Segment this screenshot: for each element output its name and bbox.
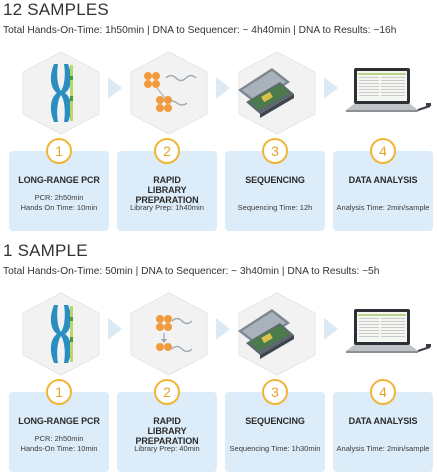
stage-pcr (20, 291, 102, 377)
card-detail: Library Prep: 40min (134, 444, 200, 453)
card-detail: Analysis Time: 2min/sample (336, 444, 430, 453)
stage-library-prep (128, 50, 210, 136)
card-detail: Hands On Time: 10min (20, 203, 98, 212)
stage-data-analysis (340, 50, 432, 136)
section-subtitle: Total Hands-On-Time: 1h50min | DNA to Se… (3, 25, 397, 36)
dna-molecule-icon (144, 72, 197, 112)
stage-pcr (20, 50, 102, 136)
card-detail: Sequencing Time: 1h30min (229, 444, 321, 453)
card-detail: Hands-On Time: 10min (20, 444, 98, 453)
card-detail: Analysis Time: 2min/sample (336, 203, 430, 212)
step-number-badge: 4 (370, 138, 396, 164)
laptop-icon (346, 68, 431, 112)
chromosome-icon (50, 64, 73, 122)
card-title: RAPID (153, 175, 181, 185)
step-card-data-analysis: DATA ANALYSIS Analysis Time: 2min/sample (333, 151, 433, 231)
step-number-badge: 2 (154, 379, 180, 405)
step-card-long-range-pcr: LONG-RANGE PCR PCR: 2h50min Hands-On Tim… (9, 392, 109, 472)
arrow-icon (216, 77, 230, 99)
stage-sequencing (236, 50, 318, 136)
card-detail: Sequencing Time: 12h (237, 203, 313, 212)
arrow-icon (216, 318, 230, 340)
step-card-data-analysis: DATA ANALYSIS Analysis Time: 2min/sample (333, 392, 433, 472)
step-number-badge: 2 (154, 138, 180, 164)
step-card-library-prep: RAPID LIBRARY PREPARATION Library Prep: … (117, 392, 217, 472)
dna-molecule-icon (156, 315, 193, 353)
step-card-long-range-pcr: LONG-RANGE PCR PCR: 2h50min Hands On Tim… (9, 151, 109, 231)
card-detail: PCR: 2h50min (34, 193, 84, 202)
section-title: 1 SAMPLE (3, 241, 88, 260)
card-detail: Library Prep: 1h40min (130, 203, 204, 212)
card-title: DATA ANALYSIS (348, 416, 418, 426)
stage-data-analysis (340, 291, 432, 377)
arrow-icon (324, 318, 338, 340)
arrow-icon (324, 77, 338, 99)
stage-library-prep (128, 291, 210, 377)
card-title: DATA ANALYSIS (348, 175, 418, 185)
sequencer-icon (238, 68, 294, 118)
step-number-badge: 3 (262, 379, 288, 405)
hex-background (128, 50, 210, 136)
section-title: 12 SAMPLES (3, 0, 109, 19)
hex-background (128, 291, 210, 377)
card-title: LIBRARY PREPARATION (135, 426, 199, 446)
step-card-library-prep: RAPID LIBRARY PREPARATION Library Prep: … (117, 151, 217, 231)
card-title: LONG-RANGE PCR (18, 416, 100, 426)
step-number-badge: 1 (46, 138, 72, 164)
card-title: RAPID (153, 416, 181, 426)
card-title: SEQUENCING (245, 175, 305, 185)
card-title: LONG-RANGE PCR (18, 175, 100, 185)
card-title: LIBRARY PREPARATION (135, 185, 199, 205)
arrow-icon (108, 318, 122, 340)
step-number-badge: 3 (262, 138, 288, 164)
step-number-badge: 1 (46, 379, 72, 405)
step-card-sequencing: SEQUENCING Sequencing Time: 1h30min (225, 392, 325, 472)
laptop-icon (346, 309, 431, 353)
arrow-icon (108, 77, 122, 99)
stage-sequencing (236, 291, 318, 377)
step-card-sequencing: SEQUENCING Sequencing Time: 12h (225, 151, 325, 231)
chromosome-icon (50, 305, 73, 363)
card-detail: PCR: 2h50min (34, 434, 84, 443)
section-subtitle: Total Hands-On-Time: 50min | DNA to Sequ… (3, 266, 380, 277)
step-number-badge: 4 (370, 379, 396, 405)
sequencer-icon (238, 309, 294, 359)
card-title: SEQUENCING (245, 416, 305, 426)
